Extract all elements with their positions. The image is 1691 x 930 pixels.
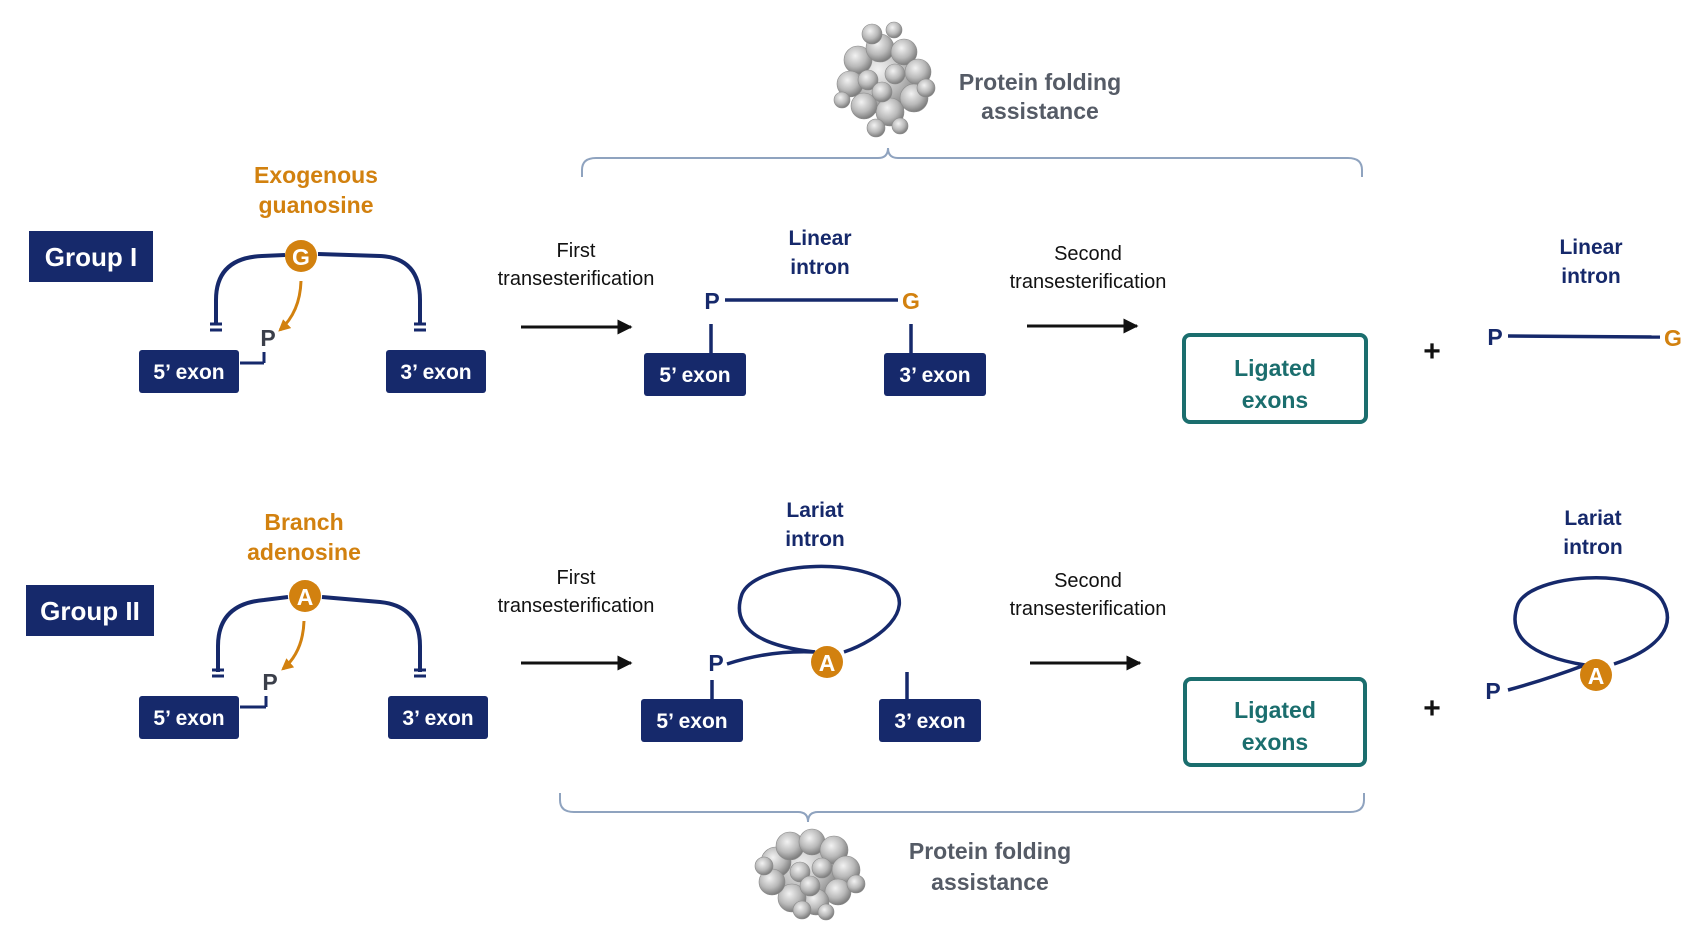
protein-structure-icon — [833, 21, 936, 138]
group2-int-exon5: 5’ exon — [641, 699, 743, 742]
group1-product-p: P — [1487, 324, 1502, 350]
group2-phosphate: P — [262, 669, 277, 695]
group1-plus: + — [1423, 335, 1441, 368]
group1-product-line — [1507, 334, 1661, 339]
group1-nucleophile-line2: guanosine — [258, 192, 373, 218]
group1-product-line2: intron — [1561, 265, 1620, 288]
bracket-top — [581, 147, 1363, 177]
group1-intermediate-line1: Linear — [788, 227, 851, 250]
group1-g-letter: G — [292, 244, 310, 270]
group2-intron-arc — [216, 595, 422, 672]
group1-intermediate-line2: intron — [790, 256, 849, 279]
group2-ligated-line2: exons — [1242, 729, 1308, 755]
group1-label-box: Group I — [29, 231, 153, 282]
protein-top-line1: Protein folding — [959, 69, 1121, 95]
group2-intermediate-line1: Lariat — [786, 499, 843, 522]
group2-attack-arrow — [281, 620, 306, 671]
group1-product-line1: Linear — [1559, 236, 1622, 259]
group2-product-a: A — [1588, 663, 1605, 689]
group2-nucleophile-line1: Branch — [264, 509, 343, 535]
group2-nucleophile-line2: adenosine — [247, 539, 361, 565]
group2-int-a: A — [819, 650, 836, 676]
group1-int-g: G — [902, 288, 920, 314]
group2-int-exon3-label: 3’ exon — [894, 710, 965, 733]
protein-icon-top: Protein folding assistance — [833, 21, 1121, 138]
group2-int-phosphate: P — [708, 650, 723, 676]
protein-bottom-line1: Protein folding — [909, 838, 1071, 864]
group2-label-box: Group II — [26, 585, 154, 636]
group2-int-exon5-label: 5’ exon — [656, 710, 727, 733]
group2-ligated-exons: Ligated exons — [1183, 677, 1367, 767]
group1-step2-line2: transesterification — [1010, 271, 1167, 293]
group1-exon5: 5’ exon — [139, 350, 239, 393]
group1-int-exon3: 3’ exon — [884, 353, 986, 396]
group1-int-exon3-label: 3’ exon — [899, 364, 970, 387]
group1-int-exon5-label: 5’ exon — [659, 364, 730, 387]
group1-int-exon5: 5’ exon — [644, 353, 746, 396]
protein-structure-icon — [754, 828, 866, 921]
group2-exon5: 5’ exon — [139, 696, 239, 739]
group2-a-circle — [289, 580, 321, 612]
group1-exon5-label: 5’ exon — [153, 361, 224, 384]
group2-product-a-circle — [1580, 659, 1612, 691]
group1-label: Group I — [45, 242, 137, 272]
group1-int-phosphate: P — [704, 288, 719, 314]
group2-intermediate-line2: intron — [785, 528, 844, 551]
group2-exon3: 3’ exon — [388, 696, 488, 739]
group1-ligated-line2: exons — [1242, 387, 1308, 413]
group2-plus: + — [1423, 692, 1441, 725]
group2-product-line1: Lariat — [1564, 507, 1621, 530]
group1-step2-line1: Second — [1054, 243, 1122, 265]
group2-product-loop — [1513, 576, 1670, 667]
group2-step1-line1: First — [557, 567, 596, 589]
group1-product-g: G — [1664, 325, 1682, 351]
protein-top-line2: assistance — [981, 98, 1099, 124]
group2-ligated-line1: Ligated — [1234, 697, 1316, 723]
group2-a-letter: A — [297, 584, 314, 610]
group1-ligated-line1: Ligated — [1234, 355, 1316, 381]
group2-product-line2: intron — [1563, 536, 1622, 559]
group2-step2-line1: Second — [1054, 570, 1122, 592]
group1-ligated-exons: Ligated exons — [1182, 333, 1368, 424]
group2-product-p: P — [1485, 678, 1500, 704]
protein-icon-bottom: Protein folding assistance — [754, 828, 1071, 921]
group2-step1-line2: transesterification — [498, 595, 655, 617]
group1-exon3: 3’ exon — [386, 350, 486, 393]
group1-exon3-label: 3’ exon — [400, 361, 471, 384]
group2-lariat-loop — [737, 564, 901, 654]
group2-int-a-circle — [811, 646, 843, 678]
group1-attack-arrow — [278, 280, 303, 332]
group1-intron-arc — [214, 252, 422, 325]
group1-nucleophile-line1: Exogenous — [254, 162, 378, 188]
group2-step2-line2: transesterification — [1010, 598, 1167, 620]
group2-label: Group II — [40, 596, 140, 626]
group1-step1-line2: transesterification — [498, 268, 655, 290]
group2-int-exon3: 3’ exon — [879, 699, 981, 742]
group2-exon3-label: 3’ exon — [402, 707, 473, 730]
group1-step1-line1: First — [557, 240, 596, 262]
group2-exon5-label: 5’ exon — [153, 707, 224, 730]
group1-g-circle — [285, 240, 317, 272]
bracket-bottom — [559, 793, 1365, 823]
protein-bottom-line2: assistance — [931, 869, 1049, 895]
group1-phosphate: P — [260, 325, 275, 351]
